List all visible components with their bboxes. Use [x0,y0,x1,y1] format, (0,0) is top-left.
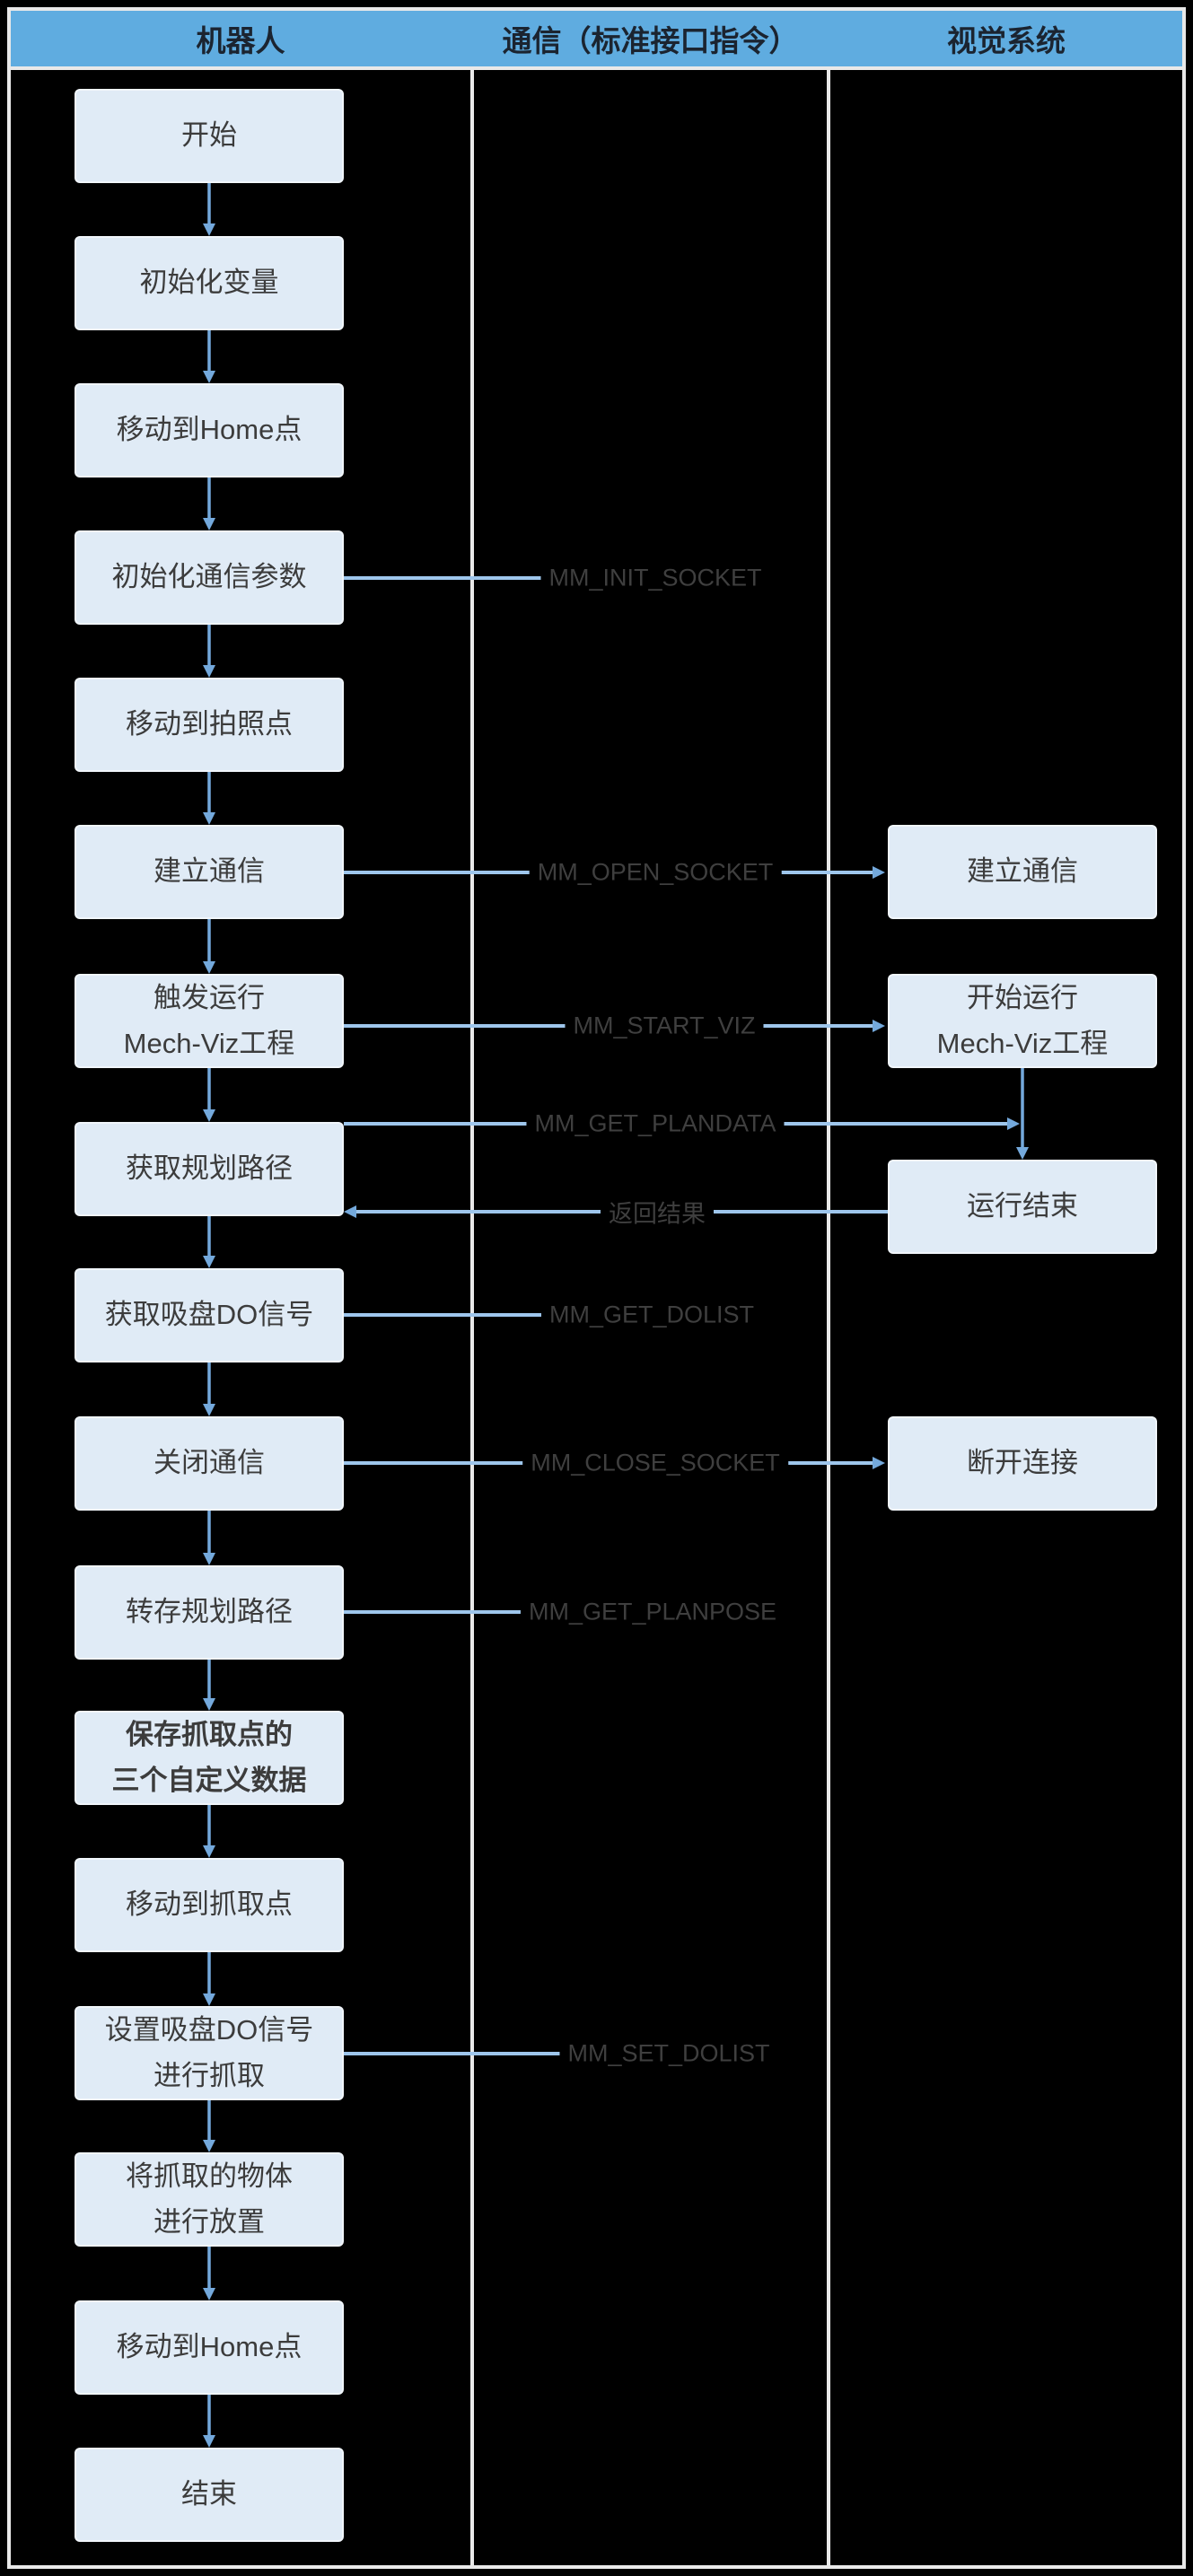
node-save-grab-point-data: 保存抓取点的 三个自定义数据 [75,1711,344,1805]
header-robot: 机器人 [11,11,470,66]
cmd-start-viz: MM_START_VIZ [565,1009,764,1043]
node-end: 结束 [75,2448,344,2542]
column-separator-1 [470,11,474,2565]
node-transfer-path: 转存规划路径 [75,1565,344,1660]
node-set-do-signal: 设置吸盘DO信号 进行抓取 [75,2006,344,2100]
node-move-photo-point: 移动到拍照点 [75,678,344,772]
cmd-open-socket: MM_OPEN_SOCKET [529,855,782,889]
cmd-set-dolist: MM_SET_DOLIST [559,2037,778,2071]
cmd-get-planpose: MM_GET_PLANPOSE [520,1595,785,1629]
header-communication: 通信（标准接口指令） [474,11,827,66]
cmd-close-socket: MM_CLOSE_SOCKET [522,1446,788,1480]
vnode-run-finished: 运行结束 [888,1160,1157,1254]
vnode-establish-comm: 建立通信 [888,825,1157,919]
node-get-do-signal: 获取吸盘DO信号 [75,1268,344,1362]
node-close-comm: 关闭通信 [75,1416,344,1511]
node-move-home: 移动到Home点 [75,383,344,478]
cmd-return-result: 返回结果 [601,1191,714,1232]
node-get-planned-path: 获取规划路径 [75,1122,344,1216]
cmd-get-plandata: MM_GET_PLANDATA [526,1107,785,1141]
node-move-grab-point: 移动到抓取点 [75,1858,344,1952]
node-place-object: 将抓取的物体 进行放置 [75,2152,344,2247]
node-establish-comm: 建立通信 [75,825,344,919]
node-init-variables: 初始化变量 [75,236,344,330]
header-vision: 视觉系统 [830,11,1182,66]
node-move-home-2: 移动到Home点 [75,2300,344,2395]
cmd-init-socket: MM_INIT_SOCKET [540,561,770,595]
node-start: 开始 [75,89,344,183]
vnode-start-mechviz: 开始运行 Mech-Viz工程 [888,974,1157,1068]
node-trigger-mechviz: 触发运行 Mech-Viz工程 [75,974,344,1068]
node-init-comm-params: 初始化通信参数 [75,530,344,625]
column-separator-2 [827,11,830,2565]
vnode-disconnect: 断开连接 [888,1416,1157,1511]
cmd-get-dolist: MM_GET_DOLIST [540,1298,763,1332]
